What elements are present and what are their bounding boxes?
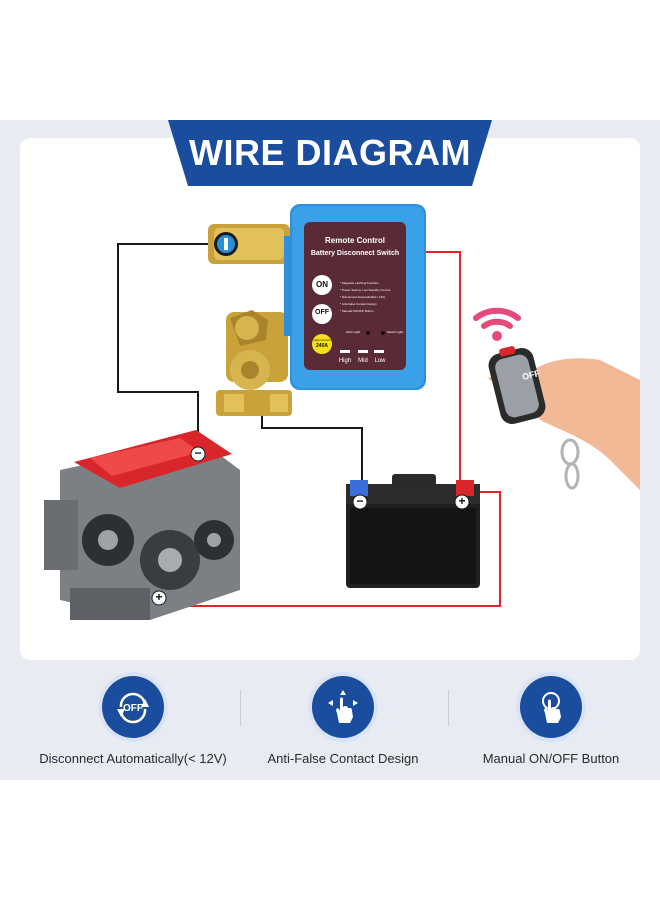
title-banner — [168, 120, 492, 186]
current-label: High Current — [313, 338, 331, 342]
feature-label: Manual ON/OFF Button — [482, 751, 620, 766]
battery-terminal-clamp — [208, 224, 302, 416]
feature-label: Disconnect Automatically(< 12V) — [39, 751, 227, 766]
device-title-line2: Battery Disconnect Switch — [310, 250, 400, 257]
hand-press-icon — [520, 676, 582, 738]
engine-negative-terminal: − — [194, 446, 202, 460]
feature-disconnect-auto: OFF Disconnect Automatically(< 12V) — [33, 676, 233, 766]
current-value: 240A — [316, 343, 328, 349]
on-button: ON — [316, 280, 328, 289]
device-title-line1: Remote Control — [325, 236, 385, 245]
off-refresh-icon: OFF — [102, 676, 164, 738]
feature-manual-button: Manual ON/OFF Button — [451, 676, 651, 766]
feature-label: Anti-False Contact Design — [267, 751, 419, 766]
feature-divider — [448, 690, 449, 726]
hand-with-remote — [488, 346, 640, 490]
negative-wire — [117, 243, 363, 486]
device-feature-line: * Anti-False Contact Design — [340, 302, 377, 306]
car-battery — [346, 474, 480, 588]
positive-wire — [162, 251, 501, 607]
engine-block — [44, 430, 240, 620]
level-low-label: Low — [374, 358, 386, 364]
level-high-label: High — [338, 358, 352, 364]
off-refresh-icon-text: OFF — [123, 703, 143, 714]
feature-divider — [240, 690, 241, 726]
device-feature-line: * Manual ON/OFF Button — [340, 309, 374, 313]
page-title: WIRE DIAGRAM — [189, 132, 471, 173]
feature-anti-false-contact: Anti-False Contact Design — [243, 676, 443, 766]
disconnect-switch-box — [290, 204, 426, 390]
device-feature-line: * Magnetic Latching Function — [340, 281, 379, 285]
level-mid-label: Mid — [358, 358, 368, 364]
engine-positive-terminal: + — [155, 590, 163, 604]
battery-negative-terminal: − — [356, 494, 364, 508]
device-feature-line: * Power Saving, Low Standby Current — [340, 288, 391, 292]
device-feature-list: * Magnetic Latching Function * Power Sav… — [340, 280, 404, 315]
battery-positive-terminal: + — [458, 494, 466, 508]
off-button: OFF — [315, 309, 329, 316]
terminal-markers — [151, 446, 470, 606]
wifi-signal-icon — [473, 307, 521, 341]
work-light-label: Work Light — [345, 330, 361, 334]
device-feature-line: * Disconnect Automatically(< 12V) — [340, 295, 386, 299]
switch-light-label: Switch Light — [386, 330, 404, 334]
hand-pointer-move-icon — [312, 676, 374, 738]
